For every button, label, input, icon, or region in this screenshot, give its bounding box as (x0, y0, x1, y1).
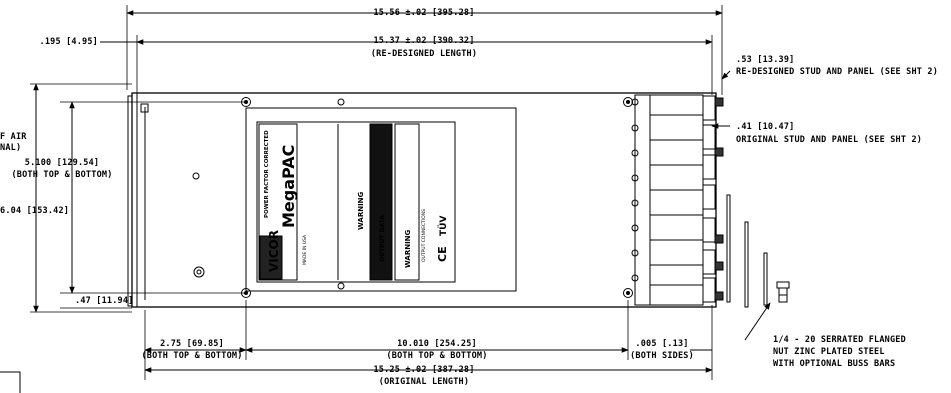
left-clipped-note-1: F AIR (0, 132, 27, 142)
center-span-note: (BOTH TOP & BOTTOM) (386, 351, 488, 361)
overall-length-dim: 15.56 ±.02 [395.28] (373, 8, 475, 18)
hole-spacing-note: (BOTH TOP & BOTTOM) (11, 170, 113, 180)
label-brand: VICOR (267, 230, 281, 272)
nut-note-line-1: 1/4 - 20 SERRATED FLANGED (773, 335, 906, 345)
side-clearance-dim: .005 [.13] (635, 339, 689, 349)
dimension-lines (33, 10, 771, 373)
label-warning-2: WARNING (404, 229, 412, 268)
original-length-note: (ORIGINAL LENGTH) (378, 377, 470, 387)
original-stud-note: ORIGINAL STUD AND PANEL (SEE SHT 2) (736, 135, 923, 145)
output-studs (714, 97, 724, 301)
buss-bars (726, 194, 768, 308)
output-stud-holes (631, 98, 639, 282)
label-made-in: MADE IN USA (302, 234, 308, 265)
overall-height-dim: 6.04 [153.42] (0, 206, 70, 216)
nut-note-line-2: NUT ZINC PLATED STEEL (773, 347, 885, 357)
chassis-hole (192, 172, 200, 180)
redesigned-stud-dim: .53 [13.39] (736, 55, 795, 65)
left-offset-dim: .195 [4.95] (39, 37, 98, 47)
mounting-holes (192, 97, 633, 298)
left-hole-note: (BOTH TOP & BOTTOM) (141, 351, 243, 361)
mounting-hole (623, 288, 633, 298)
product-label-panel (245, 98, 517, 292)
original-stud-dim: .41 [10.47] (736, 122, 795, 132)
label-text: VICOR MegaPAC POWER FACTOR CORRECTED MAD… (264, 130, 449, 272)
center-span-dim: 10.010 [254.25] (397, 339, 477, 349)
nut-note-line-3: WITH OPTIONAL BUSS BARS (773, 359, 896, 369)
label-tagline: POWER FACTOR CORRECTED (264, 130, 270, 218)
label-product: MegaPAC (279, 145, 298, 228)
label-warning-1: WARNING (357, 191, 365, 230)
left-clipped-note-2: NAL) (0, 143, 22, 153)
ground-screw (193, 266, 205, 278)
bottom-offset-dim: .47 [11.94] (75, 296, 134, 306)
label-ce-mark: CE (436, 246, 449, 262)
extension-lines (30, 5, 723, 380)
sheet-border-fragment (0, 371, 21, 393)
mounting-hole (623, 97, 633, 107)
output-terminal-block (634, 94, 716, 306)
flanged-nut-icon (776, 281, 790, 303)
label-output-connections: OUTPUT CONNECTIONS (421, 209, 427, 262)
hole-spacing-dim: 5.100 [129.54] (24, 158, 100, 168)
original-length-dim: 15.25 ±.02 [387.28] (373, 365, 475, 375)
mounting-hole (241, 97, 251, 107)
chassis (127, 92, 717, 308)
redesigned-length-dim: 15.37 ±.02 [390.32] (373, 36, 475, 46)
redesigned-stud-note: RE-DESIGNED STUD AND PANEL (SEE SHT 2) (736, 67, 939, 77)
label-tuv-mark: TÜV (438, 216, 449, 236)
side-clearance-note: (BOTH SIDES) (630, 351, 694, 361)
left-hole-dim: 2.75 [69.85] (160, 339, 224, 349)
label-output-data: OUTPUT DATA (379, 215, 386, 262)
redesigned-length-note: (RE-DESIGNED LENGTH) (370, 49, 478, 59)
